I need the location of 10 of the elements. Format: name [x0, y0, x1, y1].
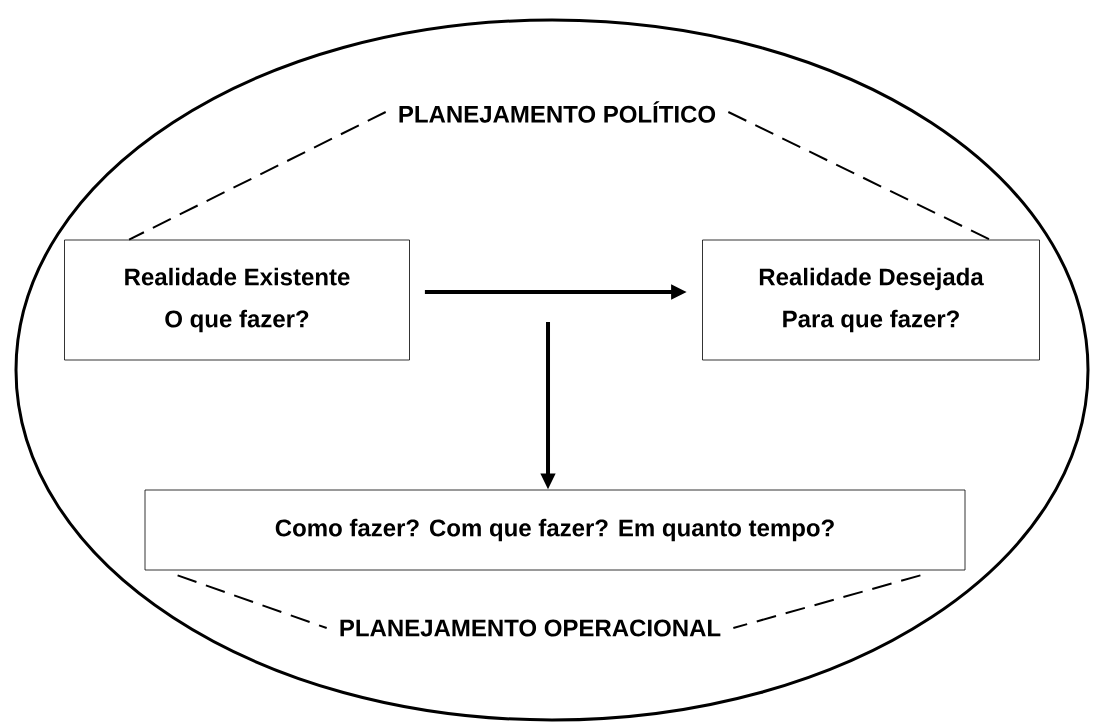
dashed-line: [727, 111, 991, 241]
dashed-line: [128, 111, 387, 241]
dashed-line: [176, 574, 328, 629]
text-box: Realidade Desejada Para que fazer?: [702, 239, 1040, 361]
text-box: Como fazer? Com que fazer? Em quanto tempo?: [144, 489, 966, 571]
dashed-line: [732, 574, 922, 629]
heading-text: PLANEJAMENTO POLÍTICO: [399, 101, 716, 123]
ellipse: [14, 18, 1090, 722]
heading-text: PLANEJAMENTO OPERACIONAL: [340, 619, 721, 637]
text-box: Realidade Existente O que fazer?: [64, 239, 410, 361]
